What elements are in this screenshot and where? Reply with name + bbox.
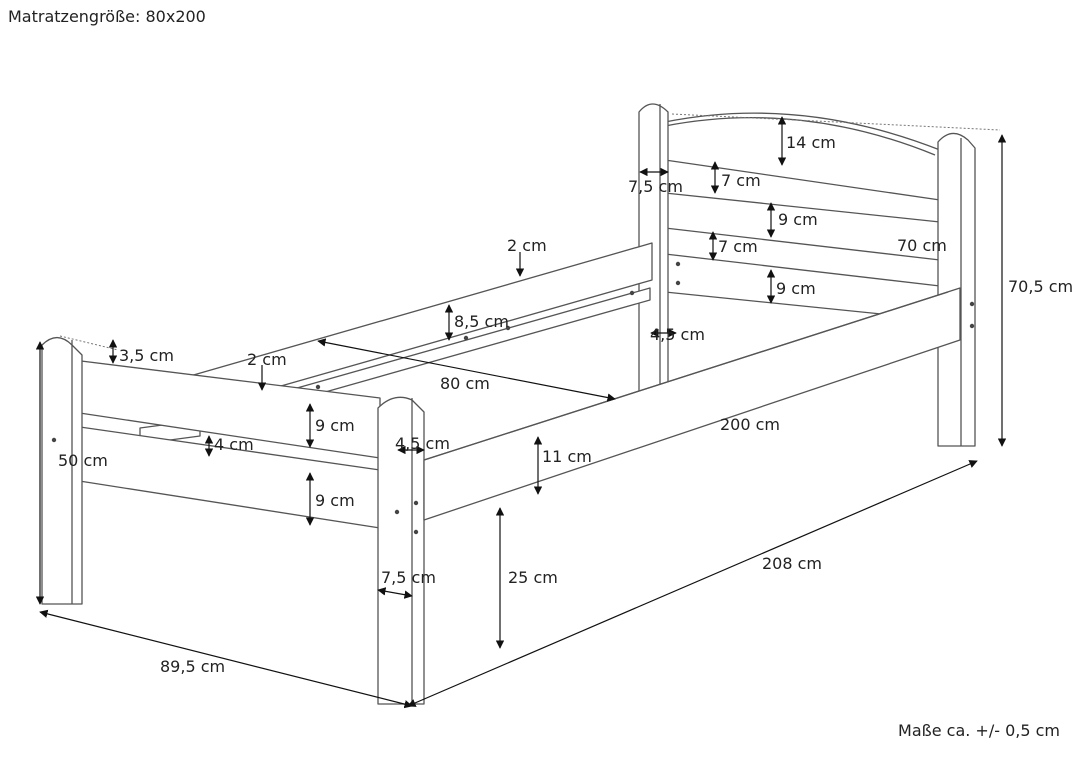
dimension-lines	[35, 116, 1007, 709]
dim-headboard-inner-height: 70 cm	[897, 236, 947, 255]
dim-footboard-gap: 4 cm	[214, 435, 254, 454]
footboard	[41, 335, 425, 705]
dim-post-depth-rear: 4,5 cm	[650, 325, 705, 344]
dim-side-rail-height: 11 cm	[542, 447, 592, 466]
dim-total-width: 89,5 cm	[160, 657, 225, 676]
dimension-labels: 14 cm 7,5 cm 7 cm 9 cm 70 cm 7 cm 9 cm 7…	[58, 133, 1073, 676]
dim-inner-length: 200 cm	[720, 415, 780, 434]
dim-footboard-rail-1: 9 cm	[315, 416, 355, 435]
tolerance-note: Maße ca. +/- 0,5 cm	[898, 721, 1060, 740]
foot-left-post	[41, 336, 83, 605]
dim-slat-ledge-height: 8,5 cm	[454, 312, 509, 331]
mattress-size-label: Matratzengröße: 80x200	[8, 7, 206, 26]
dim-foot-post-cap: 3,5 cm	[119, 346, 174, 365]
dim-side-rail-offset-rear: 2 cm	[507, 236, 547, 255]
headboard-top-panel	[664, 112, 941, 201]
dim-headboard-top-rail: 14 cm	[786, 133, 836, 152]
dim-post-width-front: 7,5 cm	[381, 568, 436, 587]
dim-total-head-height: 70,5 cm	[1008, 277, 1073, 296]
dim-inner-width: 80 cm	[440, 374, 490, 393]
dim-total-length: 208 cm	[762, 554, 822, 573]
dim-post-depth-front: 4,5 cm	[395, 434, 450, 453]
dim-foot-height: 50 cm	[58, 451, 108, 470]
dim-side-rail-offset-front: 2 cm	[247, 350, 287, 369]
dim-footboard-rail-2: 9 cm	[315, 491, 355, 510]
dim-headboard-rail-2: 9 cm	[776, 279, 816, 298]
dim-clearance-height: 25 cm	[508, 568, 558, 587]
dim-headboard-rail-1: 9 cm	[778, 210, 818, 229]
dim-headboard-gap-2: 7 cm	[718, 237, 758, 256]
dim-headboard-gap-1: 7 cm	[721, 171, 761, 190]
dim-post-width-rear: 7,5 cm	[628, 177, 683, 196]
